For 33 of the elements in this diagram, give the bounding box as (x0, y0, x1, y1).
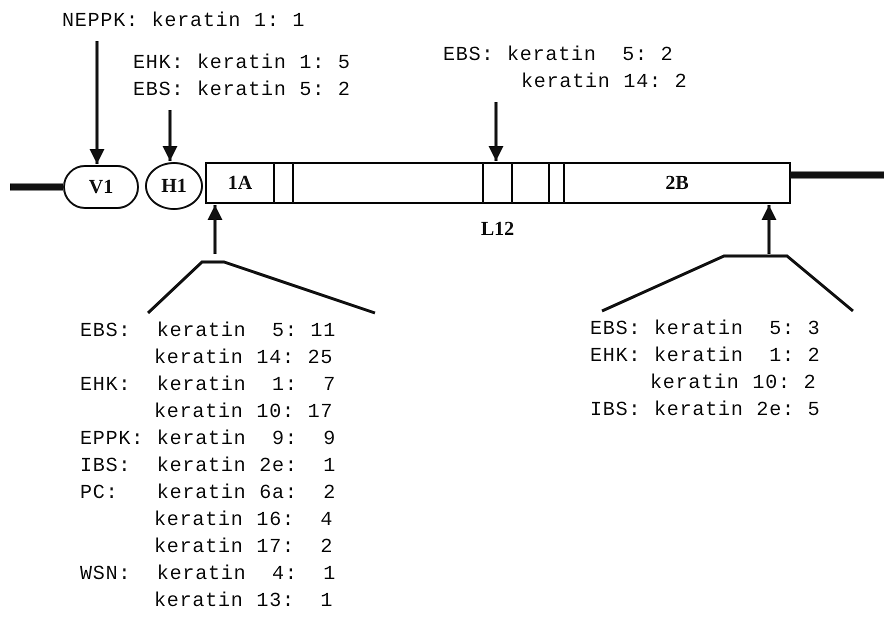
arrow (762, 205, 776, 254)
mutation-entry: IBS: keratin 2e: 5 (590, 398, 820, 424)
mutation-entry: keratin 16: 4 (154, 508, 334, 534)
mutation-entry: EBS: keratin 5: 3 (590, 317, 820, 343)
mutation-entry: keratin 13: 1 (154, 589, 334, 615)
annotation-text: keratin 14: 2 (521, 70, 688, 96)
mutation-entry: keratin 17: 2 (154, 535, 334, 561)
annotation-text: NEPPK: keratin 1: 1 (62, 9, 306, 35)
mutation-entry: WSN: keratin 4: 1 (80, 562, 336, 588)
arrow (162, 110, 178, 161)
domain-box: 1A (205, 162, 275, 204)
mutation-entry: keratin 10: 2 (650, 371, 816, 397)
arrow (90, 41, 104, 164)
arrow (208, 205, 222, 254)
mutation-entry: EBS: keratin 5: 11 (80, 319, 336, 345)
mutation-entry: keratin 10: 17 (154, 400, 334, 426)
domain-box: 2B (563, 162, 791, 204)
mutation-entry: EPPK: keratin 9: 9 (80, 427, 336, 453)
arrow (488, 102, 504, 161)
mutation-entry: EHK: keratin 1: 7 (80, 373, 336, 399)
domain-box (273, 162, 294, 204)
mutation-entry: IBS: keratin 2e: 1 (80, 454, 336, 480)
annotation-text: EBS: keratin 5: 2 (443, 43, 674, 69)
domain-label: L12 (480, 218, 514, 241)
annotation-text: EHK: keratin 1: 5 (133, 51, 351, 77)
domain-oval: H1 (145, 162, 203, 210)
mutation-entry: PC: keratin 6a: 2 (80, 481, 336, 507)
mutation-entry: keratin 14: 25 (154, 346, 334, 372)
mutation-entry: EHK: keratin 1: 2 (590, 344, 820, 370)
annotation-text: EBS: keratin 5: 2 (133, 78, 351, 104)
domain-pill: V1 (63, 165, 139, 209)
domain-box (292, 162, 484, 204)
domain-box (511, 162, 550, 204)
